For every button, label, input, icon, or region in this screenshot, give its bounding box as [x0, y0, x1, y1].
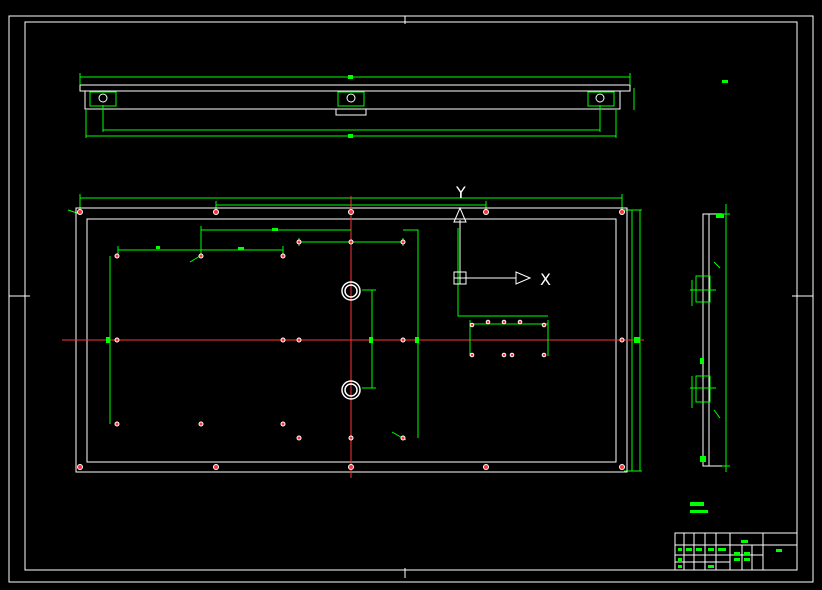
ucs-x-label: X [540, 270, 551, 289]
notes-marker [690, 502, 708, 513]
sheet-border [8, 15, 814, 583]
top-view [79, 73, 728, 138]
title-block-text-marks [678, 540, 782, 568]
ucs-icon [453, 206, 532, 285]
side-section-view [690, 204, 730, 472]
ucs-y-label: Y [455, 183, 466, 202]
title-block [674, 532, 798, 571]
plan-dimensions [67, 194, 642, 472]
plan-view [62, 196, 644, 478]
